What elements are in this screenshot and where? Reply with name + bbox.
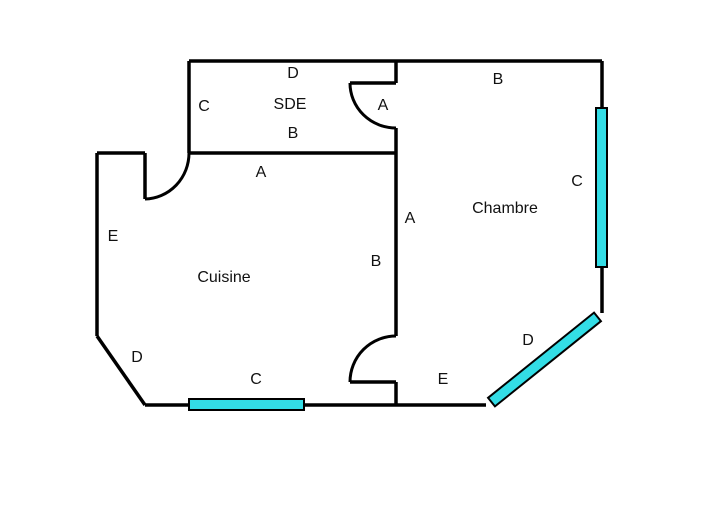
door-sde-arc [348,82,397,130]
wall-label-chambre-left: A [405,210,416,227]
wall-label-chambre-bottom: E [438,371,449,388]
wall-label-chambre-top: B [493,71,504,88]
window-cuisine-bottom [188,398,305,411]
wall-label-cuisine-right: B [371,253,382,270]
window-chambre-diag [486,311,603,408]
wall-label-cuisine-left: E [108,228,119,245]
wall-labels: D C B A A E B D C B A C D E [108,65,583,388]
door-arcs [144,82,397,383]
room-label-cuisine: Cuisine [197,269,250,286]
wall-label-sde-left: C [198,98,210,115]
room-labels: SDE Cuisine Chambre [197,96,538,286]
wall-label-sde-right: A [378,97,389,114]
windows [188,107,608,411]
window-chambre-right [595,107,608,268]
door-cuisine-arc [144,152,191,201]
room-label-sde: SDE [274,96,307,113]
wall-label-chambre-right: C [571,173,583,190]
door-chambre-arc [348,334,397,383]
wall-label-chambre-diag: D [522,332,534,349]
room-label-chambre: Chambre [472,200,538,217]
wall-label-cuisine-bottom: C [250,371,262,388]
wall-label-sde-top: D [287,65,299,82]
wall-cuisine-diag [95,335,147,406]
wall-label-cuisine-top: A [256,164,267,181]
wall-label-cuisine-diag: D [131,349,143,366]
wall-label-sde-bottom: B [288,125,299,142]
walls [95,59,604,407]
